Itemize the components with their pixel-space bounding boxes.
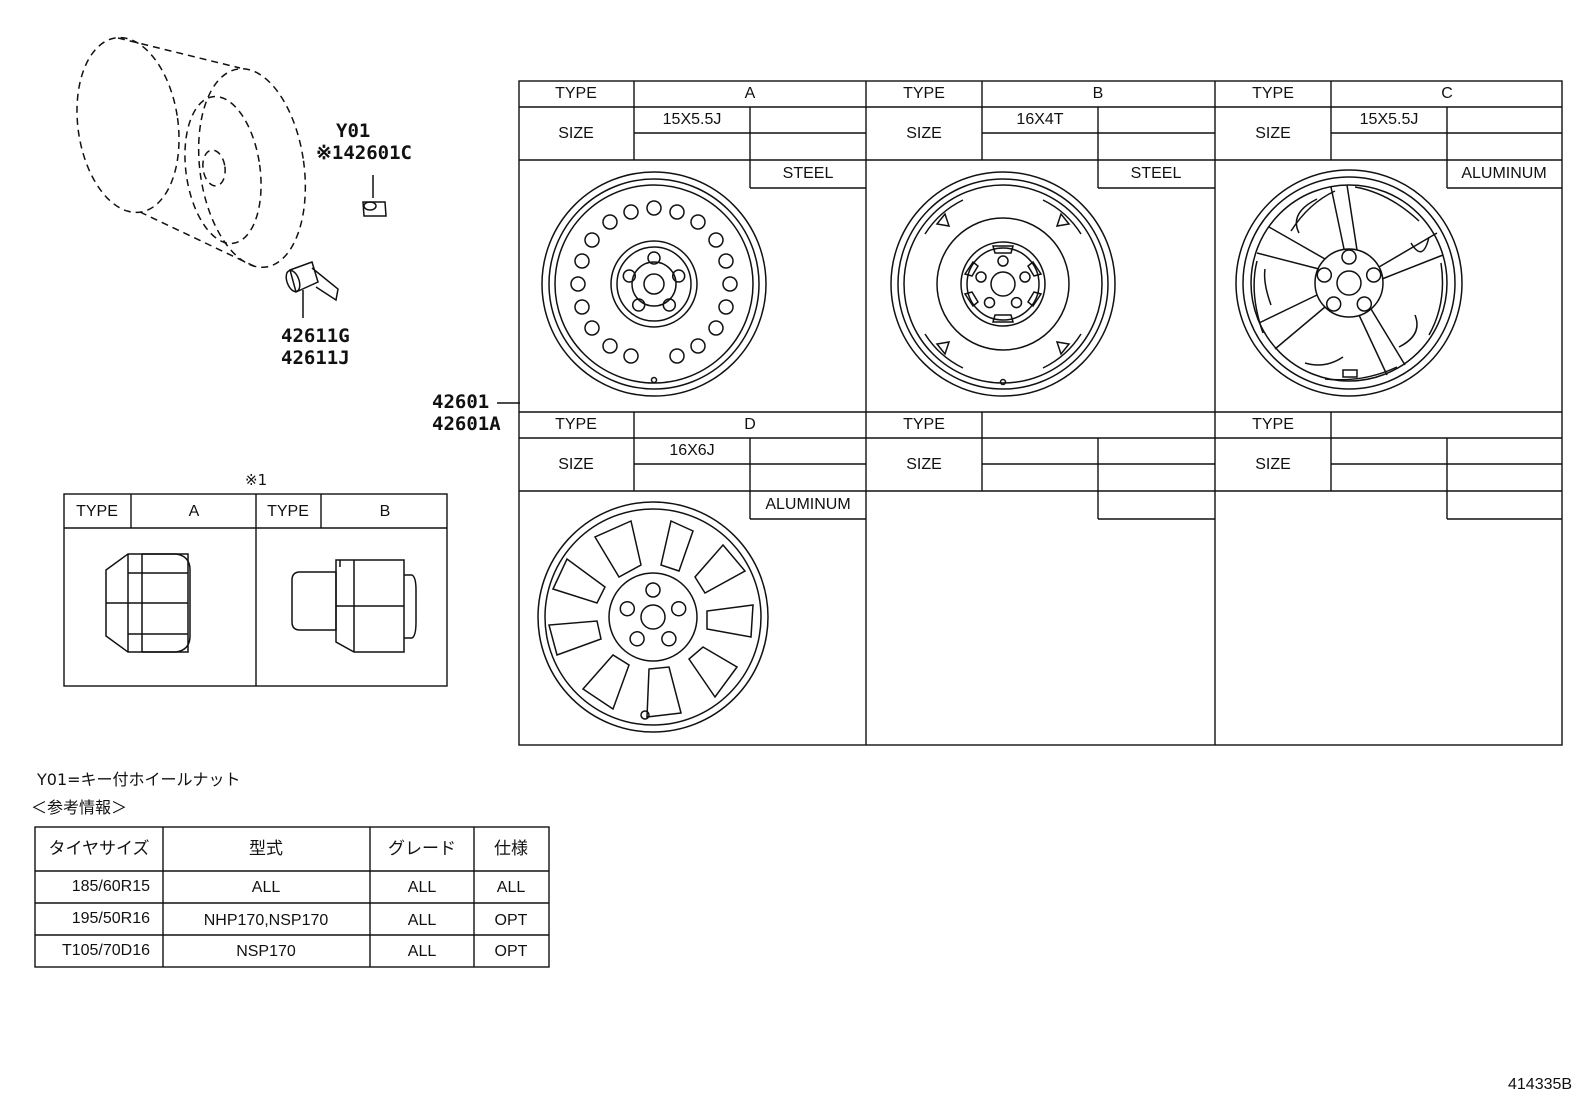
valve-part-number-1: 42611G: [281, 325, 350, 347]
wheel-c-type-label: TYPE: [1252, 85, 1294, 102]
wheel-table-grid: [518, 80, 1563, 746]
ref-row1-tire-size: 185/60R15: [71, 878, 150, 895]
wheel-c-type-value: C: [1441, 85, 1453, 102]
tire-illustration: [76, 36, 307, 269]
wheel-b-type-label: TYPE: [903, 85, 945, 102]
wheel-c-size-label: SIZE: [1255, 125, 1291, 142]
wheel-b-type-value: B: [1092, 85, 1104, 102]
nut-a-type-label: TYPE: [76, 503, 118, 520]
ref-row1-model: ALL: [251, 879, 281, 896]
ref-row1-grade: ALL: [407, 879, 437, 896]
wheel-d-size-value: 16X6J: [669, 442, 715, 459]
ref-table-grid: [34, 826, 550, 968]
nut-table-mark: ※1: [245, 471, 268, 489]
wheel-d-material: ALUMINUM: [765, 496, 851, 513]
wheel-e-size-label: SIZE: [906, 456, 942, 473]
y01-note: Y01=キー付ホイールナット: [37, 770, 241, 789]
lock-nut-illustration: [362, 175, 387, 217]
nut-table-grid: [63, 493, 448, 687]
valve-stem-illustration: [285, 261, 339, 318]
wheel-b-material: STEEL: [1130, 165, 1182, 182]
nut-b-illustration: [291, 559, 417, 653]
wheel-f-type-label: TYPE: [1252, 416, 1294, 433]
ref-header-tire-size: タイヤサイズ: [48, 839, 150, 859]
wheel-a-size-label: SIZE: [558, 125, 594, 142]
nut-b-type-label: TYPE: [267, 503, 309, 520]
wheel-part-number-1: 42601: [432, 391, 490, 413]
wheel-d-type-value: D: [744, 416, 756, 433]
nut-a-type-value: A: [188, 503, 200, 520]
figure-id: 414335B: [1508, 1076, 1573, 1093]
wheel-a-type-label: TYPE: [555, 85, 597, 102]
ref-row2-spec: OPT: [494, 912, 528, 929]
ref-header-model: 型式: [249, 839, 283, 859]
wheel-a-steel-illustration: [541, 171, 767, 397]
wheel-a-size-value: 15X5.5J: [662, 111, 722, 128]
wheel-a-type-value: A: [744, 85, 756, 102]
ref-row3-tire-size: T105/70D16: [61, 942, 150, 959]
lock-nut-part-number: ※142601C: [316, 142, 412, 164]
wheel-b-steel-illustration: [890, 171, 1116, 397]
ref-row2-model: NHP170,NSP170: [203, 912, 329, 929]
wheel-d-size-label: SIZE: [558, 456, 594, 473]
wheel-part-number-2: 42601A: [432, 413, 501, 435]
nut-b-type-value: B: [379, 503, 391, 520]
wheel-a-material: STEEL: [782, 165, 834, 182]
wheel-b-size-label: SIZE: [906, 125, 942, 142]
ref-header-grade: グレード: [388, 839, 456, 859]
wheel-f-size-label: SIZE: [1255, 456, 1291, 473]
reference-title: ＜参考情報＞: [31, 798, 128, 817]
wheel-c-material: ALUMINUM: [1461, 165, 1547, 182]
wheel-e-type-label: TYPE: [903, 416, 945, 433]
wheel-c-aluminum-illustration: [1235, 169, 1463, 397]
lock-nut-code: Y01: [336, 120, 371, 142]
nut-a-illustration: [105, 553, 191, 653]
ref-row2-tire-size: 195/50R16: [71, 910, 150, 927]
valve-part-number-2: 42611J: [281, 347, 350, 369]
wheel-d-type-label: TYPE: [555, 416, 597, 433]
wheel-b-size-value: 16X4T: [1016, 111, 1064, 128]
ref-row3-model: NSP170: [236, 943, 296, 960]
ref-row1-spec: ALL: [496, 879, 526, 896]
wheel-c-size-value: 15X5.5J: [1359, 111, 1419, 128]
wheel-d-aluminum-illustration: [537, 501, 769, 733]
ref-row3-spec: OPT: [494, 943, 528, 960]
ref-row2-grade: ALL: [407, 912, 437, 929]
ref-header-spec: 仕様: [494, 839, 528, 859]
ref-row3-grade: ALL: [407, 943, 437, 960]
